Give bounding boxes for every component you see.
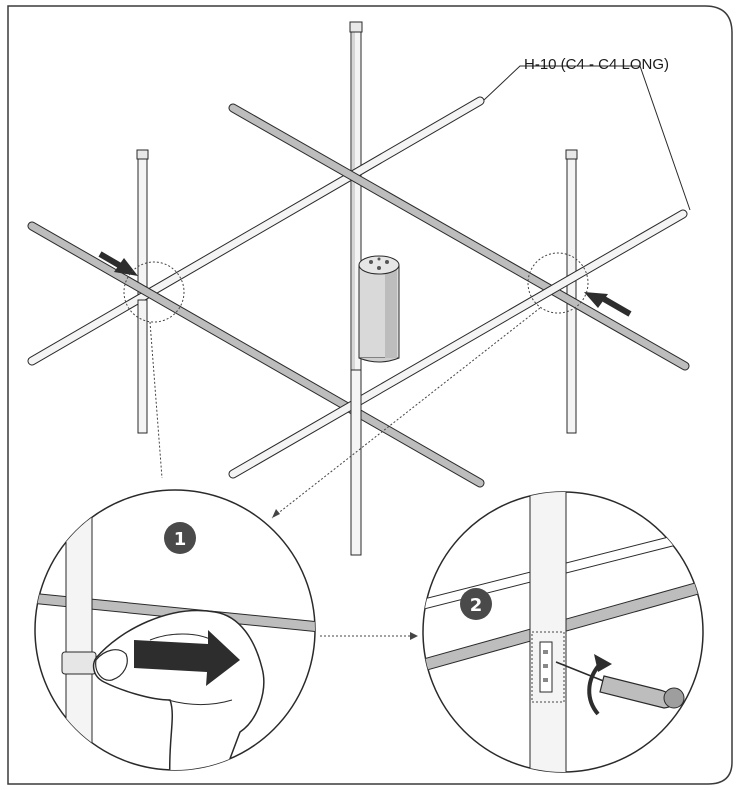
push-arrow-right xyxy=(584,292,632,317)
detail-step-1: 1 xyxy=(34,489,316,771)
fixture-assembly xyxy=(27,21,691,556)
part-label: H-10 (C4 - C4 LONG) xyxy=(524,56,670,73)
bar-front-diagonal xyxy=(27,96,485,366)
guide-lines xyxy=(149,307,541,637)
central-hub xyxy=(358,255,400,363)
detail-step-2: 2 xyxy=(422,491,704,773)
bar-back-diagonal xyxy=(228,103,690,371)
right-post xyxy=(565,149,578,434)
bar-left-diagonal xyxy=(27,221,485,488)
page-frame xyxy=(7,5,733,785)
detail-callout-right xyxy=(527,252,589,314)
bar-right-diagonal xyxy=(228,209,688,479)
step-1-badge xyxy=(164,522,196,554)
detail-callout-left xyxy=(123,261,185,323)
label-leader-lines xyxy=(483,65,691,211)
step-2-number: 2 xyxy=(470,595,483,616)
step-1-number: 1 xyxy=(174,529,187,550)
step-2-badge xyxy=(460,588,492,620)
